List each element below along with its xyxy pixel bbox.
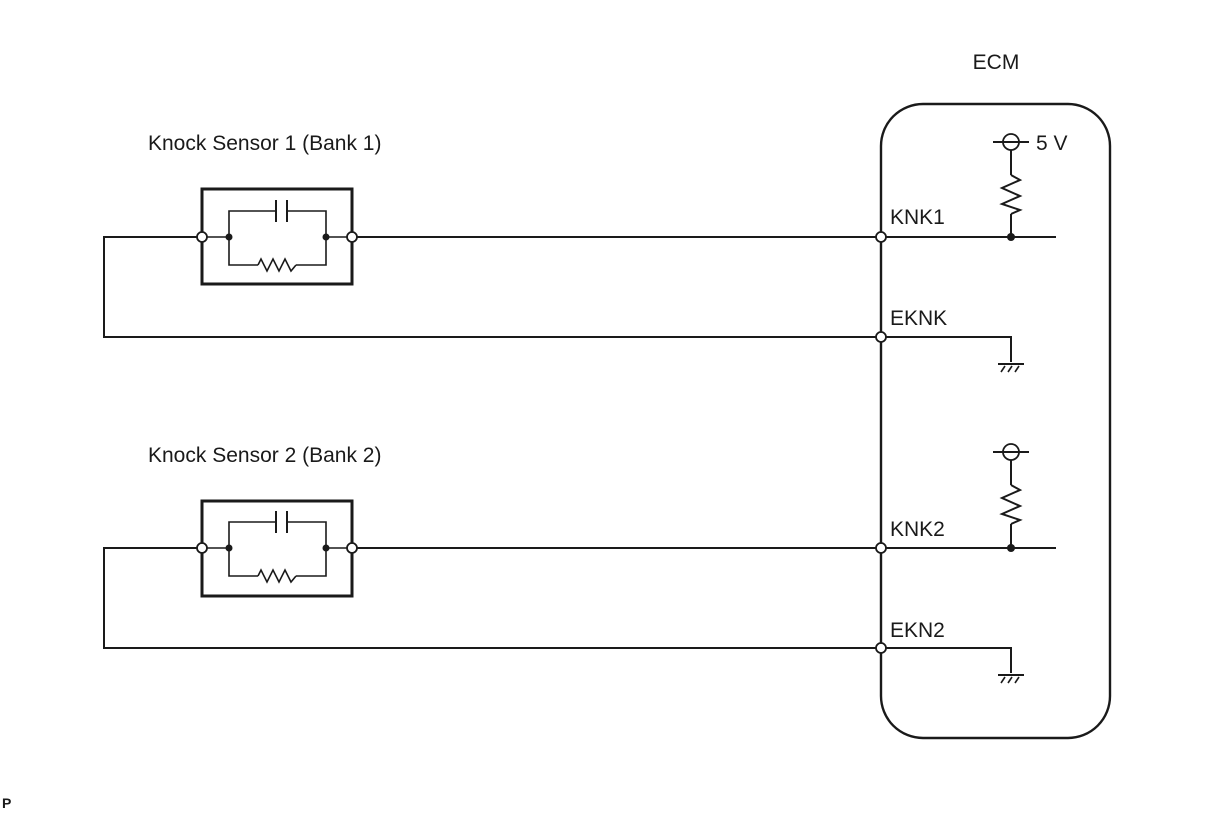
sensor-1-terminal <box>346 231 358 243</box>
sensor-1-res-lead-right <box>296 237 327 266</box>
ecm-label: ECM <box>973 51 1020 74</box>
ekn2-ground-line <box>881 647 1012 673</box>
sensor-2-terminal <box>346 542 358 554</box>
ecm-channel-2: KNK2 EKN2 <box>875 443 1056 684</box>
ekn2-pin-label: EKN2 <box>890 619 945 642</box>
junction-dot <box>322 544 330 552</box>
sensor-1-res-lead-left <box>228 237 258 266</box>
knk1-terminal <box>875 231 887 243</box>
sensor-2-res-lead-left <box>228 548 258 577</box>
ground-icon <box>998 363 1024 373</box>
junction-dot <box>225 233 233 241</box>
ground-icon <box>998 674 1024 684</box>
ecm-box <box>879 102 1112 740</box>
resistor-icon <box>999 484 1023 525</box>
knock-sensor-1-ground-wire <box>103 236 881 338</box>
sensor-1-terminal <box>196 231 208 243</box>
junction-dot <box>225 544 233 552</box>
eknk-terminal <box>875 331 887 343</box>
knk1-pin-label: KNK1 <box>890 206 945 229</box>
eknk-ground-line <box>881 336 1012 362</box>
supply-label: 5 V <box>1036 132 1068 155</box>
junction-dot <box>1007 544 1015 552</box>
knock-sensor-1-label: Knock Sensor 1 (Bank 1) <box>148 132 381 155</box>
sensor-2-res-lead-right <box>296 548 327 577</box>
junction-dot <box>322 233 330 241</box>
sensor-1-cap-lead-right <box>287 210 327 237</box>
resistor-icon <box>257 568 297 584</box>
knock-sensor-2-ground-wire <box>103 547 881 649</box>
knock-sensor-1: Knock Sensor 1 (Bank 1) <box>103 132 881 338</box>
sensor-2-cap-lead-left <box>228 521 276 548</box>
sensor-2-terminal <box>196 542 208 554</box>
resistor-icon <box>257 257 297 273</box>
knock-sensor-2: Knock Sensor 2 (Bank 2) <box>103 444 881 649</box>
corner-mark: P <box>2 795 11 811</box>
knk2-terminal <box>875 542 887 554</box>
resistor-icon <box>999 174 1023 215</box>
knk2-pin-label: KNK2 <box>890 518 945 541</box>
junction-dot <box>1007 233 1015 241</box>
knock-sensor-2-label: Knock Sensor 2 (Bank 2) <box>148 444 381 467</box>
eknk-pin-label: EKNK <box>890 307 947 330</box>
sensor-1-cap-lead-left <box>228 210 276 237</box>
ekn2-terminal <box>875 642 887 654</box>
ecm-channel-1: 5 V KNK1 EKNK <box>875 132 1068 373</box>
sensor-2-cap-lead-right <box>287 521 327 548</box>
